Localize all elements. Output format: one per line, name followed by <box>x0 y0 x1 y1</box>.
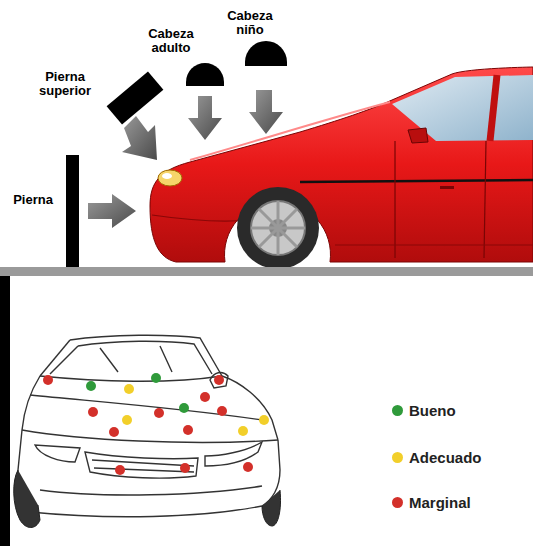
tyre-part <box>262 490 281 526</box>
rating-dot-part <box>200 392 210 402</box>
car-front-outline <box>18 335 280 517</box>
legend-label: Marginal <box>409 494 471 512</box>
rating-dot-part <box>179 403 189 413</box>
car-front-outline-part <box>78 341 212 374</box>
car-front-outline-part <box>85 452 198 478</box>
child-head-impactor-part <box>245 41 287 66</box>
impactor-label: Cabeza niño <box>220 9 280 37</box>
car-side-part <box>150 67 533 262</box>
wheel-part <box>251 201 305 255</box>
car-front-outline-part <box>22 376 40 430</box>
rating-dot-part <box>259 415 269 425</box>
rating-dot-part <box>88 407 98 417</box>
car-side-part <box>394 141 395 258</box>
wheel-part <box>237 187 319 269</box>
wheel-part <box>251 201 305 255</box>
impactor-label: Pierna <box>6 193 60 207</box>
car-front-outline-part <box>70 335 222 376</box>
rating-dot <box>43 373 269 475</box>
rating-dot-part <box>43 375 53 385</box>
legend-label: Bueno <box>409 402 456 420</box>
rating-dot-part <box>243 462 253 472</box>
ground-part <box>0 276 10 546</box>
car-front-outline-part <box>210 373 228 388</box>
wheel <box>237 187 319 269</box>
rating-dot-part <box>154 408 164 418</box>
car-side-part <box>490 75 497 141</box>
car-side-part <box>158 170 182 186</box>
car-side-part <box>152 215 250 221</box>
car-front-outline-part <box>205 442 262 466</box>
impact-arrow-part <box>249 90 283 134</box>
car-side-part <box>162 173 172 179</box>
child-head-impactor <box>245 41 287 66</box>
car-front-outline-part <box>40 486 262 495</box>
car-front-outline-part <box>92 460 194 472</box>
car-front-outline-part <box>222 376 278 440</box>
adult-head-impactor <box>186 63 224 86</box>
leg-impactor <box>66 155 79 268</box>
car-side-part <box>335 245 533 246</box>
legend-swatch <box>392 405 403 416</box>
rating-dot-part <box>115 465 125 475</box>
car-front-outline-part <box>30 395 262 420</box>
car-side-part <box>300 180 533 182</box>
impact-arrow-part <box>188 96 222 140</box>
car-front-outline-part <box>50 346 78 374</box>
adult-head-impactor-part <box>186 63 224 86</box>
car-side-part <box>408 128 428 143</box>
rating-dot-part <box>180 463 190 473</box>
car-side <box>150 67 533 262</box>
impactor-label: Pierna superior <box>28 70 102 98</box>
car-front-outline-part <box>35 445 80 462</box>
tyre <box>14 470 281 528</box>
rating-dot-part <box>86 381 96 391</box>
upper-leg-impactor <box>107 71 164 124</box>
car-front-outline-part <box>100 346 172 372</box>
impactor-label: Cabeza adulto <box>138 27 204 55</box>
rating-dot-part <box>214 375 224 385</box>
ground-part <box>0 267 533 276</box>
rating-dot-part <box>109 427 119 437</box>
legend-swatch <box>392 497 403 508</box>
rating-dot-part <box>122 415 132 425</box>
car-side-part <box>190 102 390 160</box>
car-side-part <box>440 186 454 189</box>
upper-leg-impactor-part <box>107 71 164 124</box>
impact-arrow-part <box>122 116 157 160</box>
rating-dot-part <box>124 384 134 394</box>
rating-dot-part <box>238 426 248 436</box>
ground <box>0 267 533 546</box>
legend-label: Adecuado <box>409 449 482 467</box>
legend-swatch <box>392 452 403 463</box>
tyre-part <box>14 470 40 528</box>
car-front-outline-part <box>40 376 222 381</box>
car-front-outline-part <box>30 506 262 517</box>
rating-dot-part <box>183 425 193 435</box>
rating-dot-part <box>151 373 161 383</box>
leg-impactor-part <box>66 155 79 268</box>
impact-arrow-part <box>88 194 136 228</box>
car-side-part <box>484 141 486 258</box>
rating-dot-part <box>217 406 227 416</box>
